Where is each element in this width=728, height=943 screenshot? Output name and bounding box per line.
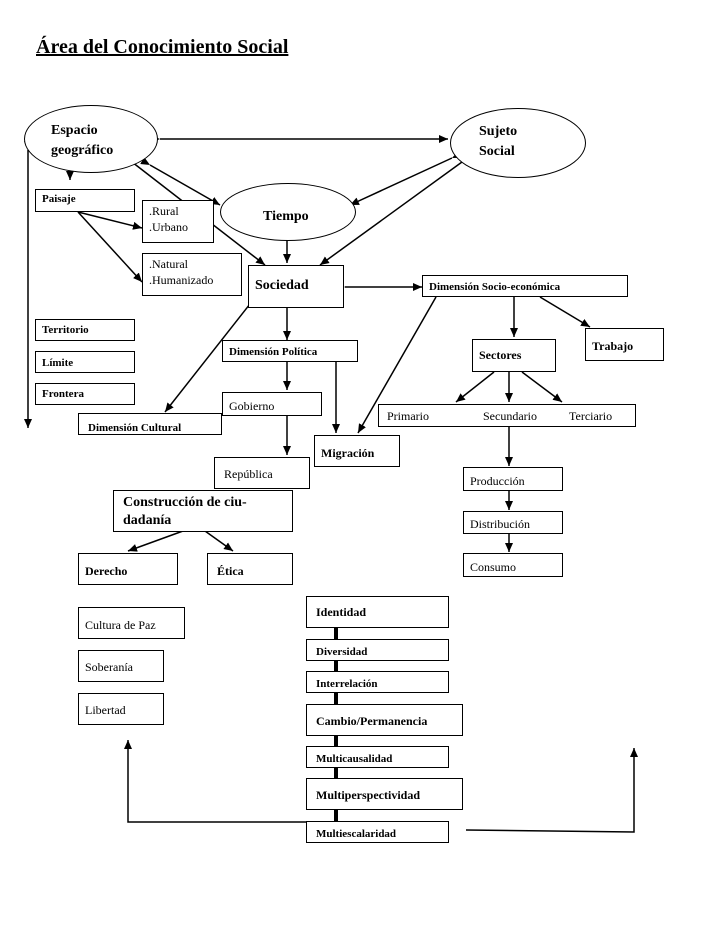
node-natural-humanizado: .Natural .Humanizado [142, 253, 242, 296]
node-dimension-politica: Dimensión Política [222, 340, 358, 362]
node-dimension-cultural: Dimensión Cultural [78, 413, 222, 435]
node-espacio-label-1: Espacio [51, 123, 98, 138]
node-secundario: Secundario [483, 409, 537, 423]
node-rural-urbano: .Rural .Urbano [142, 200, 214, 243]
concept-diversidad: Diversidad [306, 639, 449, 661]
node-primario: Primario [387, 409, 429, 423]
node-gobierno: Gobierno [222, 392, 322, 416]
node-espacio-label-2: geográfico [51, 143, 114, 158]
arrow-socioeco-migracion [357, 296, 437, 434]
concept-identidad: Identidad [306, 596, 449, 628]
node-consumo: Consumo [463, 553, 563, 577]
arrow-construccion-etica [204, 530, 234, 552]
concept-multiperspectividad: Multiperspectividad [306, 778, 463, 810]
node-produccion: Producción [463, 467, 563, 491]
concept-multicausalidad: Multicausalidad [306, 746, 449, 768]
node-sujeto-label-2: Social [479, 144, 515, 159]
node-sectores-list: Primario Secundario Terciario [378, 404, 636, 427]
node-migracion: Migración [314, 435, 400, 467]
node-sectores: Sectores [472, 339, 556, 372]
arrow-paisaje-rural [77, 211, 143, 230]
arrow-feedback-left [124, 740, 306, 823]
arrow-sujeto-tiempo [349, 150, 462, 206]
concept-multiescalaridad: Multiescalaridad [306, 821, 449, 843]
node-rural-label: .Rural [149, 204, 179, 218]
node-derecho: Derecho [78, 553, 178, 585]
page-title: Área del Conocimiento Social [36, 36, 289, 58]
node-urbano-label: .Urbano [149, 220, 188, 235]
node-sociedad: Sociedad [248, 265, 344, 308]
node-sujeto-label-1: Sujeto [479, 124, 518, 139]
node-distribucion: Distribución [463, 511, 563, 534]
node-libertad: Libertad [78, 693, 164, 725]
node-construccion-label-1: Construcción de ciu- [123, 495, 247, 510]
arrow-sujeto-sociedad [319, 153, 472, 266]
node-dimension-socioeconomica: Dimensión Socio-económica [422, 275, 628, 297]
node-territorio: Territorio [35, 319, 135, 341]
arrow-sociedad-cultural [164, 294, 258, 413]
arrow-paisaje-natural [77, 211, 143, 283]
node-soberania: Soberanía [78, 650, 164, 682]
arrow-sectores-terciario [521, 371, 563, 403]
node-natural-label: .Natural [149, 257, 188, 271]
node-limite: Límite [35, 351, 135, 373]
arrow-socioeco-trabajo [539, 296, 591, 328]
node-tiempo-label: Tiempo [263, 209, 309, 224]
node-paisaje: Paisaje [35, 189, 135, 212]
node-humanizado-label: .Humanizado [149, 273, 214, 288]
node-terciario: Terciario [569, 409, 613, 423]
node-tiempo: Tiempo [220, 183, 356, 241]
node-cultura-paz: Cultura de Paz [78, 607, 185, 639]
node-espacio-geografico: Espacio geográfico [24, 105, 158, 173]
node-etica: Ética [207, 553, 293, 585]
node-construccion-label-2: dadanía [123, 512, 172, 528]
node-sujeto-social: Sujeto Social [450, 108, 586, 178]
arrow-feedback-right [465, 748, 638, 833]
arrow-construccion-derecho [127, 530, 184, 552]
node-republica: República [214, 457, 310, 489]
node-frontera: Frontera [35, 383, 135, 405]
concept-cambio-permanencia: Cambio/Permanencia [306, 704, 463, 736]
concept-interrelacion: Interrelación [306, 671, 449, 693]
node-construccion-ciudadania: Construcción de ciu- dadanía [113, 490, 293, 532]
node-trabajo: Trabajo [585, 328, 664, 361]
arrow-sectores-primario [455, 371, 495, 403]
